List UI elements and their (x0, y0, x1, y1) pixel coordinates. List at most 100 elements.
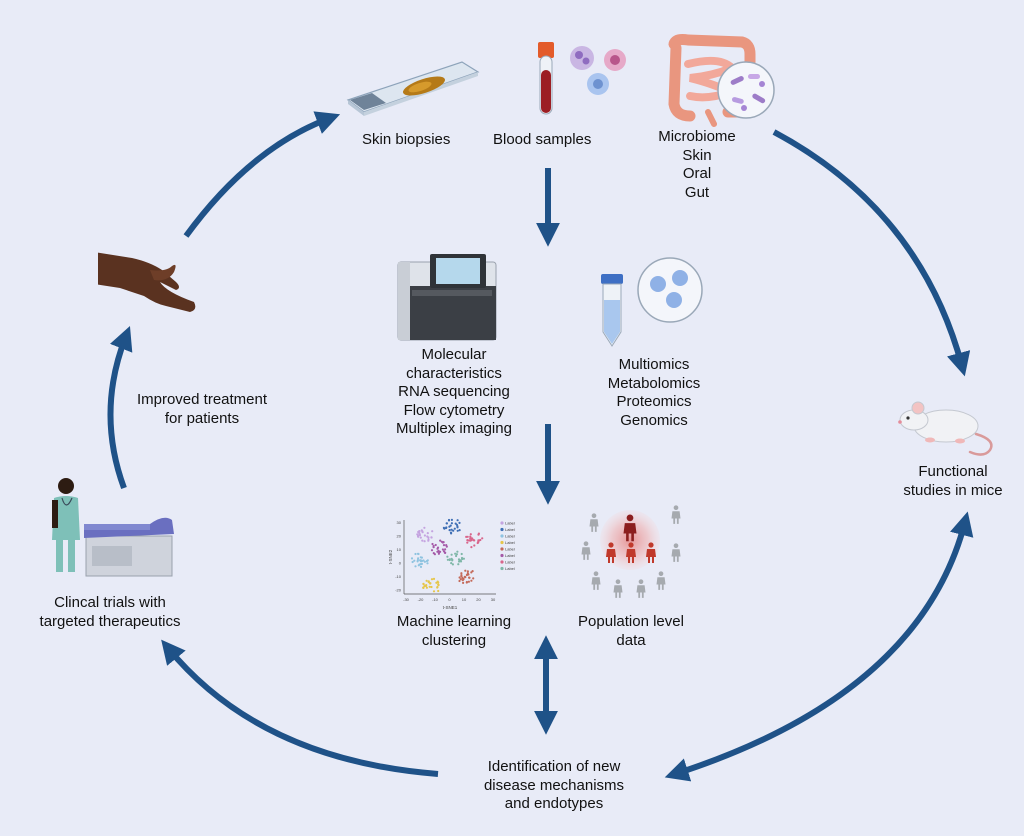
scatter-point (422, 586, 425, 589)
scatter-point (446, 555, 449, 558)
person-figure (613, 579, 623, 598)
scatter-point (470, 579, 473, 582)
scatter-point (436, 546, 440, 549)
scatter-point (450, 522, 453, 525)
scatter-point (460, 552, 463, 556)
scatter-point (426, 562, 429, 565)
scatter-point (449, 524, 452, 527)
scatter-point (426, 532, 429, 535)
scatter-points (410, 518, 484, 593)
person-figure (591, 571, 601, 590)
scatter-point (472, 577, 475, 580)
scatter-point (436, 580, 439, 583)
y-tick-label: -20 (395, 588, 402, 593)
scatter-point (458, 579, 461, 583)
scatter-point (425, 560, 428, 563)
scatter-point (451, 559, 454, 562)
scatter-point (431, 542, 434, 546)
scatter-point (451, 563, 454, 566)
clinician-exam-table-icon (52, 478, 174, 577)
scatter-point (446, 558, 449, 561)
y-tick-label: 0 (399, 561, 402, 566)
scatter-point (427, 538, 430, 541)
scatter-point (414, 565, 417, 568)
scatter-point (421, 539, 424, 542)
scatter-point (477, 540, 480, 543)
conical-tube-icon (601, 257, 703, 347)
scatter-point (442, 544, 446, 547)
scatter-point (458, 529, 461, 532)
person-figure (671, 505, 681, 524)
person-figure (626, 542, 636, 563)
scatter-point (460, 574, 463, 577)
scatter-point (430, 585, 433, 589)
scatter-point (439, 550, 442, 553)
scatter-point (461, 557, 464, 561)
population-icon (581, 505, 681, 598)
scatter-point (419, 536, 422, 539)
scatter-point (430, 549, 434, 552)
legend-swatch (500, 527, 504, 532)
person-figure (606, 542, 616, 563)
scatter-point (434, 543, 437, 547)
person-figure (589, 513, 599, 532)
scatter-point (481, 537, 484, 540)
scatter-point (473, 544, 476, 547)
scatter-point (463, 575, 466, 579)
scatter-point (429, 582, 432, 585)
scatter-point (448, 558, 451, 562)
person-figure (646, 542, 656, 563)
blood-tube-icon (538, 42, 554, 115)
scatter-point (462, 581, 465, 585)
scatter-y-axis-title: t-SNE2 (388, 549, 393, 564)
scatter-point (448, 529, 451, 532)
scatter-point (462, 577, 465, 581)
scatter-point (437, 583, 440, 586)
scatter-point (427, 581, 430, 584)
patient-hand-icon (90, 250, 196, 312)
scatter-point (437, 552, 440, 555)
scatter-point (470, 537, 473, 540)
legend-swatch (500, 566, 504, 571)
scatter-point (430, 536, 433, 539)
scatter-point (437, 589, 440, 593)
microscope-slide-icon (346, 61, 480, 116)
scatter-point (445, 522, 448, 525)
scatter-point (418, 563, 421, 566)
legend-entry: Label (505, 534, 515, 539)
x-tick-label: 0 (448, 597, 451, 602)
y-tick-label: 10 (397, 547, 402, 552)
scatter-point (459, 560, 462, 563)
scatter-point (436, 585, 439, 589)
scatter-point (464, 569, 467, 572)
scatter-point (420, 559, 424, 563)
scatter-point (445, 545, 448, 548)
scatter-point (423, 560, 426, 563)
y-tick-label: 20 (397, 534, 402, 539)
scatter-point (468, 576, 471, 579)
legend-entry: Label (505, 540, 515, 545)
person-figure (623, 514, 637, 542)
scatter-point (465, 535, 468, 539)
scatter-point (456, 550, 459, 553)
scatter-point (459, 578, 462, 581)
arrow-treatment-to-biopsies (183, 111, 341, 238)
scatter-point (417, 557, 420, 560)
person-figure (656, 571, 666, 590)
scatter-point (416, 560, 419, 563)
scatter-point (411, 560, 414, 564)
scatter-point (462, 557, 465, 560)
y-tick-label: 30 (397, 520, 402, 525)
scatter-point (444, 548, 447, 551)
x-tick-label: 10 (462, 597, 467, 602)
scatter-point (450, 562, 453, 565)
scatter-point (432, 577, 436, 581)
people-group (581, 505, 681, 598)
scatter-point (450, 528, 453, 531)
person-figure (671, 543, 681, 562)
